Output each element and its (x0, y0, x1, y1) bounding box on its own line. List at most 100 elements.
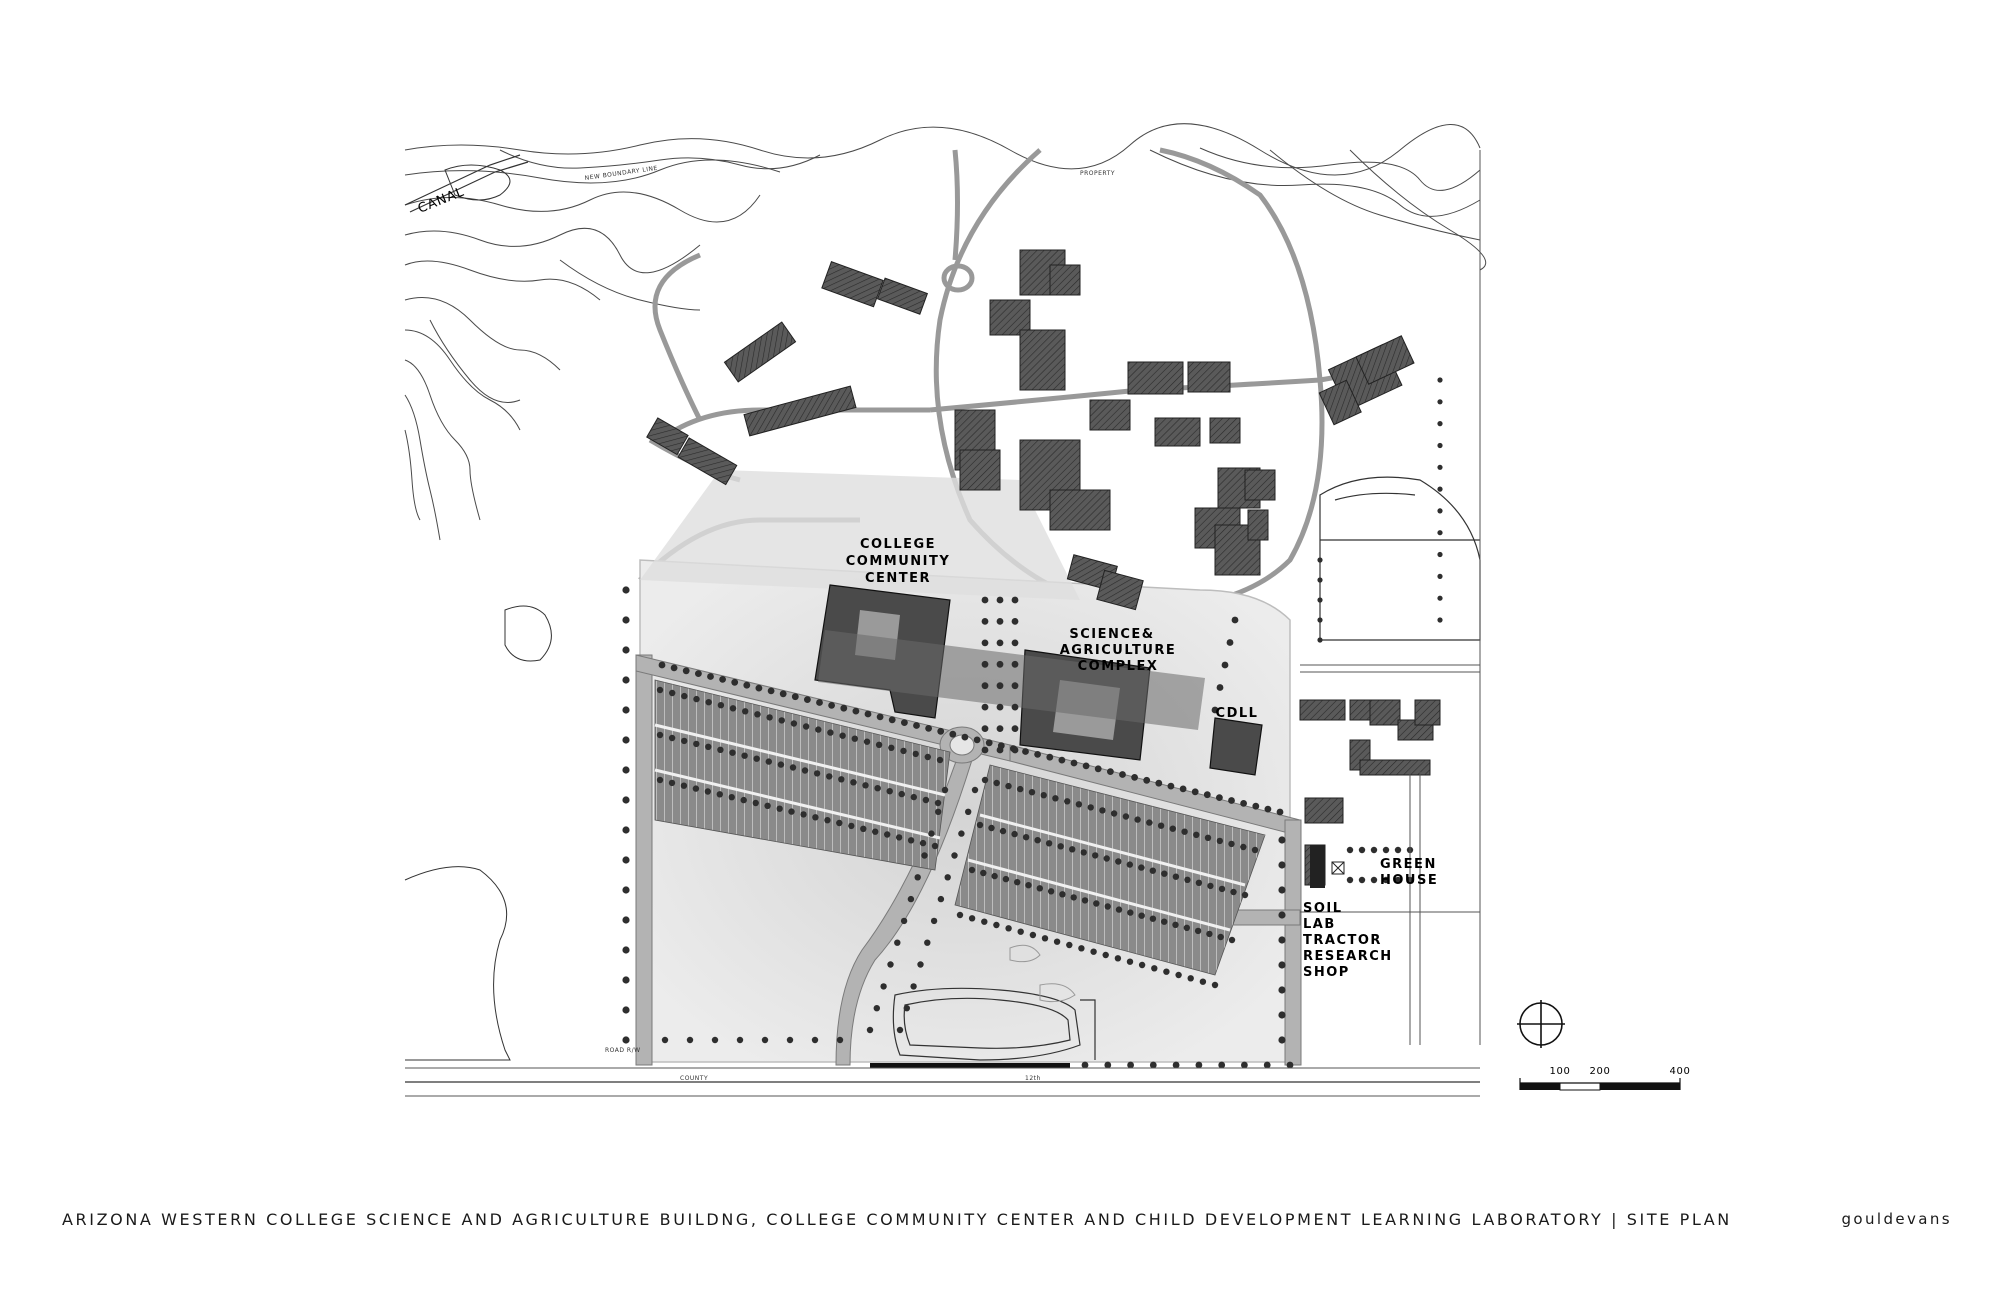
tree (1317, 597, 1323, 603)
tree (1104, 903, 1111, 910)
tree (1119, 771, 1126, 778)
tree (658, 661, 666, 669)
tree (1195, 1061, 1203, 1069)
tree (1102, 951, 1109, 959)
tree (622, 766, 630, 774)
tree (999, 827, 1007, 835)
tree (951, 852, 958, 859)
tree (981, 596, 989, 604)
tree (973, 736, 981, 744)
tree (928, 830, 935, 837)
tree (622, 886, 630, 894)
site-upper-shading (640, 470, 1080, 600)
tree (801, 767, 809, 774)
tree (836, 1036, 844, 1044)
tree (880, 983, 887, 990)
tree (981, 660, 989, 668)
label-line: COLLEGE (860, 537, 936, 552)
tree (1017, 928, 1024, 935)
label-line: RESEARCH (1303, 949, 1393, 964)
label-line: LAB (1303, 917, 1336, 932)
parking-lot-east (954, 764, 1266, 976)
tree (1090, 948, 1097, 955)
tree (728, 794, 735, 801)
tree (968, 866, 976, 874)
tree (981, 639, 989, 647)
tree (1064, 798, 1071, 805)
tree (991, 872, 998, 880)
tree (764, 802, 771, 809)
road-label-county: COUNTY (680, 1075, 708, 1082)
tree (1081, 1061, 1089, 1069)
tree (1251, 846, 1259, 854)
tree (1241, 891, 1249, 899)
tree (1066, 941, 1073, 949)
tree (1070, 894, 1077, 901)
road-rw-label: ROAD R/W (605, 1047, 641, 1054)
tree (965, 808, 972, 815)
tree (622, 856, 630, 864)
tree (996, 682, 1004, 690)
existing-campus-buildings (646, 249, 1441, 886)
tree (789, 764, 797, 771)
college-community-center-label: COLLEGE COMMUNITY CENTER (846, 537, 949, 586)
tree (1146, 819, 1153, 826)
tree (941, 786, 949, 794)
scale-tick-100: 100 (1550, 1066, 1571, 1077)
tree (827, 729, 834, 736)
tree (1437, 399, 1443, 405)
tree (976, 821, 984, 829)
tree (731, 678, 739, 686)
tree (1002, 875, 1010, 883)
tree (1053, 938, 1061, 945)
tree (693, 740, 700, 748)
tree (838, 776, 845, 783)
cdll-label: CDLL (1216, 706, 1259, 721)
tree (1193, 831, 1200, 838)
tree (1217, 933, 1224, 941)
tree (661, 1036, 669, 1044)
tree (924, 753, 931, 761)
tree (717, 702, 725, 709)
tree (907, 837, 915, 844)
tree (622, 1006, 630, 1014)
tree (1370, 846, 1378, 854)
landscape-mounds (1009, 944, 1076, 1003)
tree (1127, 1061, 1134, 1069)
tree (791, 693, 799, 701)
tree (949, 730, 957, 738)
tree (848, 822, 855, 830)
tree (1172, 921, 1179, 928)
tree (704, 788, 711, 795)
athletic-field (1319, 476, 1481, 641)
tree (850, 779, 857, 786)
tree (888, 716, 896, 724)
tree (888, 744, 895, 751)
tree (901, 719, 908, 726)
tree (864, 710, 872, 718)
tree (1228, 797, 1235, 804)
plan-caption: ARIZONA WESTERN COLLEGE SCIENCE AND AGRI… (62, 1210, 1732, 1229)
tree (1216, 684, 1224, 691)
pedestrian-spine (818, 630, 1205, 730)
tree (993, 779, 1000, 787)
tree (1226, 639, 1234, 646)
tree (1437, 421, 1443, 427)
tree (1114, 955, 1122, 962)
tree (1011, 703, 1019, 711)
tree (1437, 377, 1443, 383)
tractor-research-shop-label: TRACTOR RESEARCH SHOP (1303, 933, 1393, 980)
tree (1278, 1011, 1286, 1019)
tree (815, 726, 822, 733)
tree (862, 782, 869, 789)
tree (876, 713, 884, 721)
tree (761, 1036, 769, 1044)
tree (1204, 834, 1212, 841)
tree (1017, 785, 1024, 793)
tree (622, 796, 630, 804)
tree (1040, 792, 1047, 799)
tree (985, 739, 993, 747)
tree (1005, 925, 1012, 932)
tree (695, 670, 702, 677)
tree (1240, 843, 1247, 851)
